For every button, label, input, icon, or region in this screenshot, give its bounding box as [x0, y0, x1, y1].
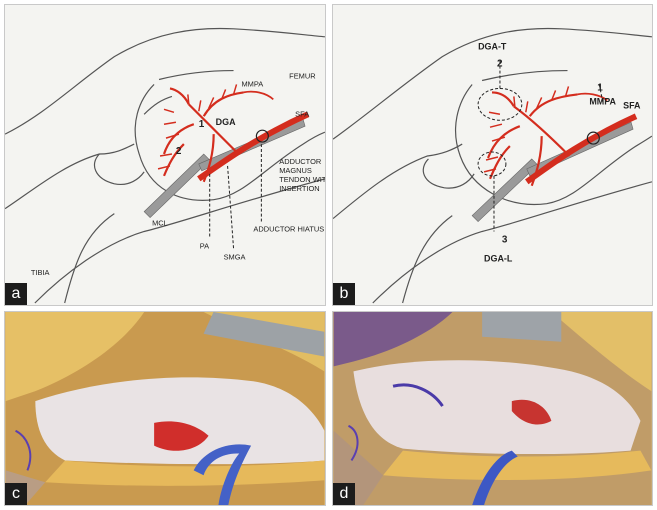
surgical-photo-d — [333, 312, 652, 505]
label-adductor-hiatus: ADDUCTOR HIATUS — [253, 224, 324, 233]
panel-letter-b: b — [333, 283, 355, 305]
label-num-3-b: 3 — [502, 234, 508, 245]
label-femur: FEMUR — [289, 72, 316, 81]
vastus-line — [144, 96, 172, 114]
label-num-2-b: 2 — [497, 59, 503, 70]
label-mmpa: MMPA — [241, 79, 263, 88]
panel-letter-c: c — [5, 483, 27, 505]
label-adductor-1: ADDUCTOR — [279, 157, 322, 166]
label-sfa: SFA — [295, 109, 309, 118]
label-mmpa-b: MMPA — [589, 96, 616, 106]
panel-a-diagram: FEMUR MMPA DGA SFA 1 2 ADDUCTOR MAGNUS T… — [4, 4, 326, 306]
label-dga-l: DGA-L — [484, 253, 513, 263]
label-num-1: 1 — [199, 119, 205, 130]
label-dga-t: DGA-T — [478, 42, 507, 52]
leg-outline-left — [5, 144, 134, 209]
knee-vascular-diagram-a: FEMUR MMPA DGA SFA 1 2 ADDUCTOR MAGNUS T… — [5, 5, 325, 305]
panel-d-photo: d — [332, 311, 653, 506]
panel-c-photo: c — [4, 311, 326, 506]
thigh-outline-top — [5, 28, 325, 134]
label-mcl: MCL — [152, 219, 168, 228]
panel-letter-d: d — [333, 483, 355, 505]
label-smga: SMGA — [224, 252, 246, 261]
label-sfa-b: SFA — [623, 100, 641, 110]
label-tibia: TIBIA — [31, 268, 50, 277]
femur-top-line — [159, 71, 234, 80]
panel-b-diagram: DGA-T 2 1 MMPA SFA 3 DGA-L b — [332, 4, 653, 306]
knee-vascular-diagram-b: DGA-T 2 1 MMPA SFA 3 DGA-L — [333, 5, 652, 305]
label-adductor-2: MAGNUS — [279, 166, 312, 175]
surgical-photo-c — [5, 312, 325, 505]
label-num-2: 2 — [176, 146, 182, 157]
label-pa: PA — [200, 241, 209, 250]
patella-outline — [94, 154, 144, 184]
label-dga: DGA — [216, 117, 236, 127]
label-num-1-b: 1 — [597, 82, 603, 93]
exposed-tissue — [35, 377, 324, 464]
label-adductor-3: TENDON WITH — [279, 175, 325, 184]
panel-letter-a: a — [5, 283, 27, 305]
retractor-d — [482, 312, 561, 342]
label-adductor-4: INSERTION — [279, 184, 319, 193]
